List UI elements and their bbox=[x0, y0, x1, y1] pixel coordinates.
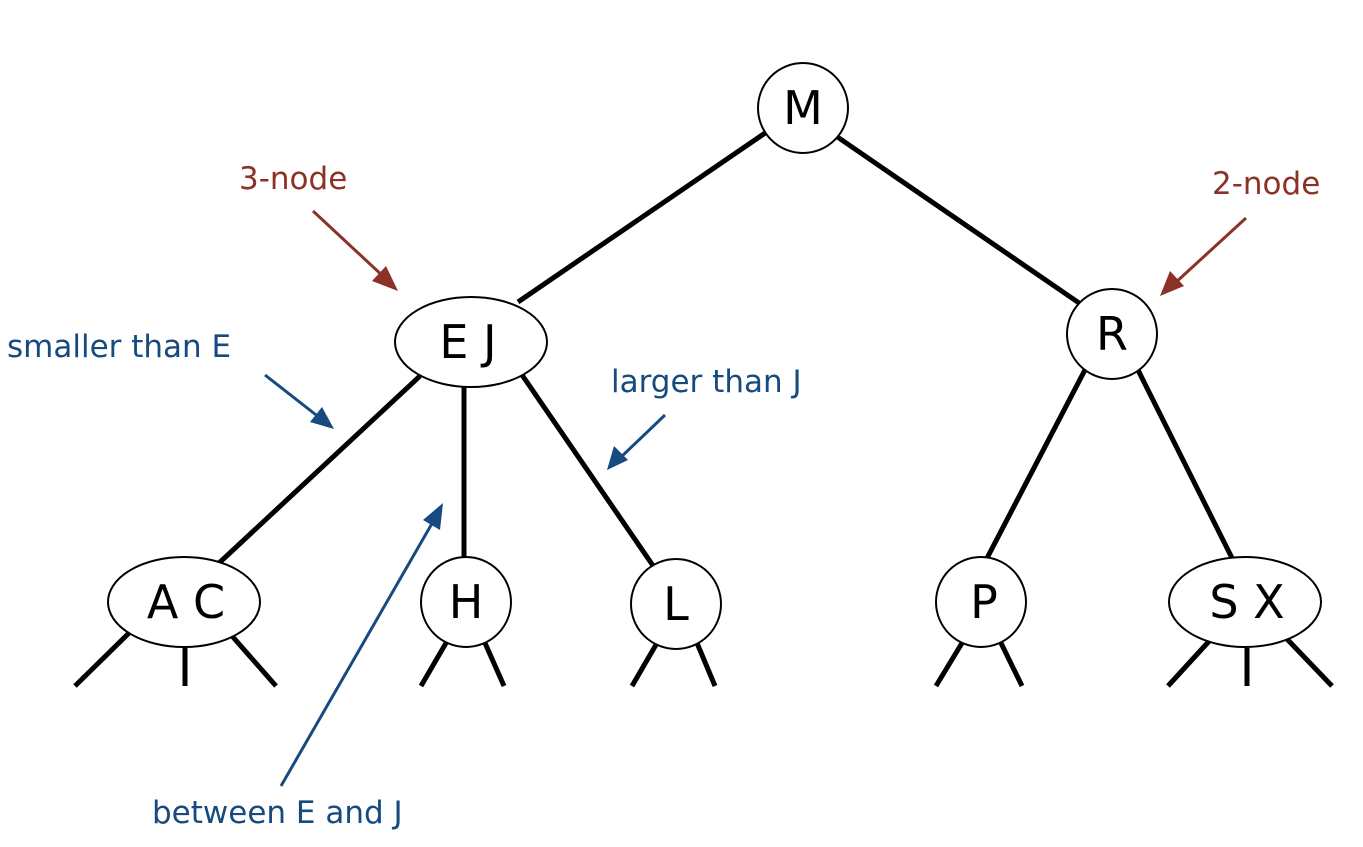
stub-p-right bbox=[998, 641, 1025, 688]
node-m: M bbox=[757, 62, 849, 154]
node-h: H bbox=[420, 556, 512, 648]
smaller-than-e-arrow bbox=[264, 373, 321, 420]
annotation-two-node: 2-node bbox=[1160, 166, 1320, 296]
larger-than-j-arrowhead bbox=[607, 446, 628, 470]
tree-edges bbox=[73, 128, 1334, 688]
annotation-three-node: 3-node bbox=[239, 161, 398, 291]
node-p-label: P bbox=[970, 575, 998, 629]
larger-than-j-label: larger than J bbox=[611, 364, 802, 400]
node-h-label: H bbox=[449, 575, 484, 629]
node-ej-label: E J bbox=[439, 315, 496, 369]
edge-r-sx bbox=[1133, 364, 1236, 562]
stub-h-left bbox=[418, 641, 449, 688]
node-l: L bbox=[630, 558, 722, 650]
stub-sx-right bbox=[1284, 636, 1334, 688]
three-node-label: 3-node bbox=[239, 161, 347, 197]
edge-ej-l bbox=[517, 370, 659, 572]
stub-ac-right bbox=[230, 634, 278, 688]
annotation-between-e-and-j: between E and J bbox=[152, 503, 443, 831]
between-e-and-j-label: between E and J bbox=[152, 795, 403, 831]
larger-than-j-arrow bbox=[618, 413, 667, 460]
stub-ac-left bbox=[73, 630, 132, 688]
smaller-than-e-arrowhead bbox=[310, 407, 334, 429]
edge-m-ej bbox=[516, 128, 770, 305]
two-node-arrow bbox=[1172, 216, 1248, 286]
three-node-arrowhead bbox=[372, 266, 398, 291]
annotation-larger-than-j: larger than J bbox=[607, 364, 802, 470]
stub-l-right bbox=[694, 642, 718, 687]
node-ac-label: A C bbox=[147, 575, 225, 629]
node-ac: A C bbox=[107, 556, 261, 648]
edge-m-r bbox=[834, 133, 1084, 308]
stub-sx-left bbox=[1166, 636, 1214, 688]
node-r: R bbox=[1066, 288, 1158, 380]
node-sx-label: S X bbox=[1209, 575, 1284, 629]
node-r-label: R bbox=[1096, 307, 1128, 361]
edge-ej-ac bbox=[216, 374, 422, 566]
stub-l-left bbox=[629, 641, 660, 688]
stub-p-left bbox=[933, 641, 965, 688]
between-e-and-j-arrow bbox=[279, 519, 436, 787]
node-sx: S X bbox=[1168, 556, 1322, 648]
node-ej: E J bbox=[394, 296, 548, 388]
two-node-label: 2-node bbox=[1212, 166, 1320, 202]
node-m-label: M bbox=[783, 81, 823, 135]
smaller-than-e-label: smaller than E bbox=[7, 329, 231, 365]
annotation-smaller-than-e: smaller than E bbox=[7, 329, 334, 429]
edge-r-p bbox=[982, 364, 1090, 564]
stub-h-right bbox=[482, 641, 507, 688]
node-l-label: L bbox=[663, 577, 689, 631]
two-node-arrowhead bbox=[1160, 271, 1184, 296]
between-e-and-j-arrowhead bbox=[423, 503, 443, 530]
three-node-arrow bbox=[311, 209, 387, 280]
node-p: P bbox=[935, 556, 1027, 648]
